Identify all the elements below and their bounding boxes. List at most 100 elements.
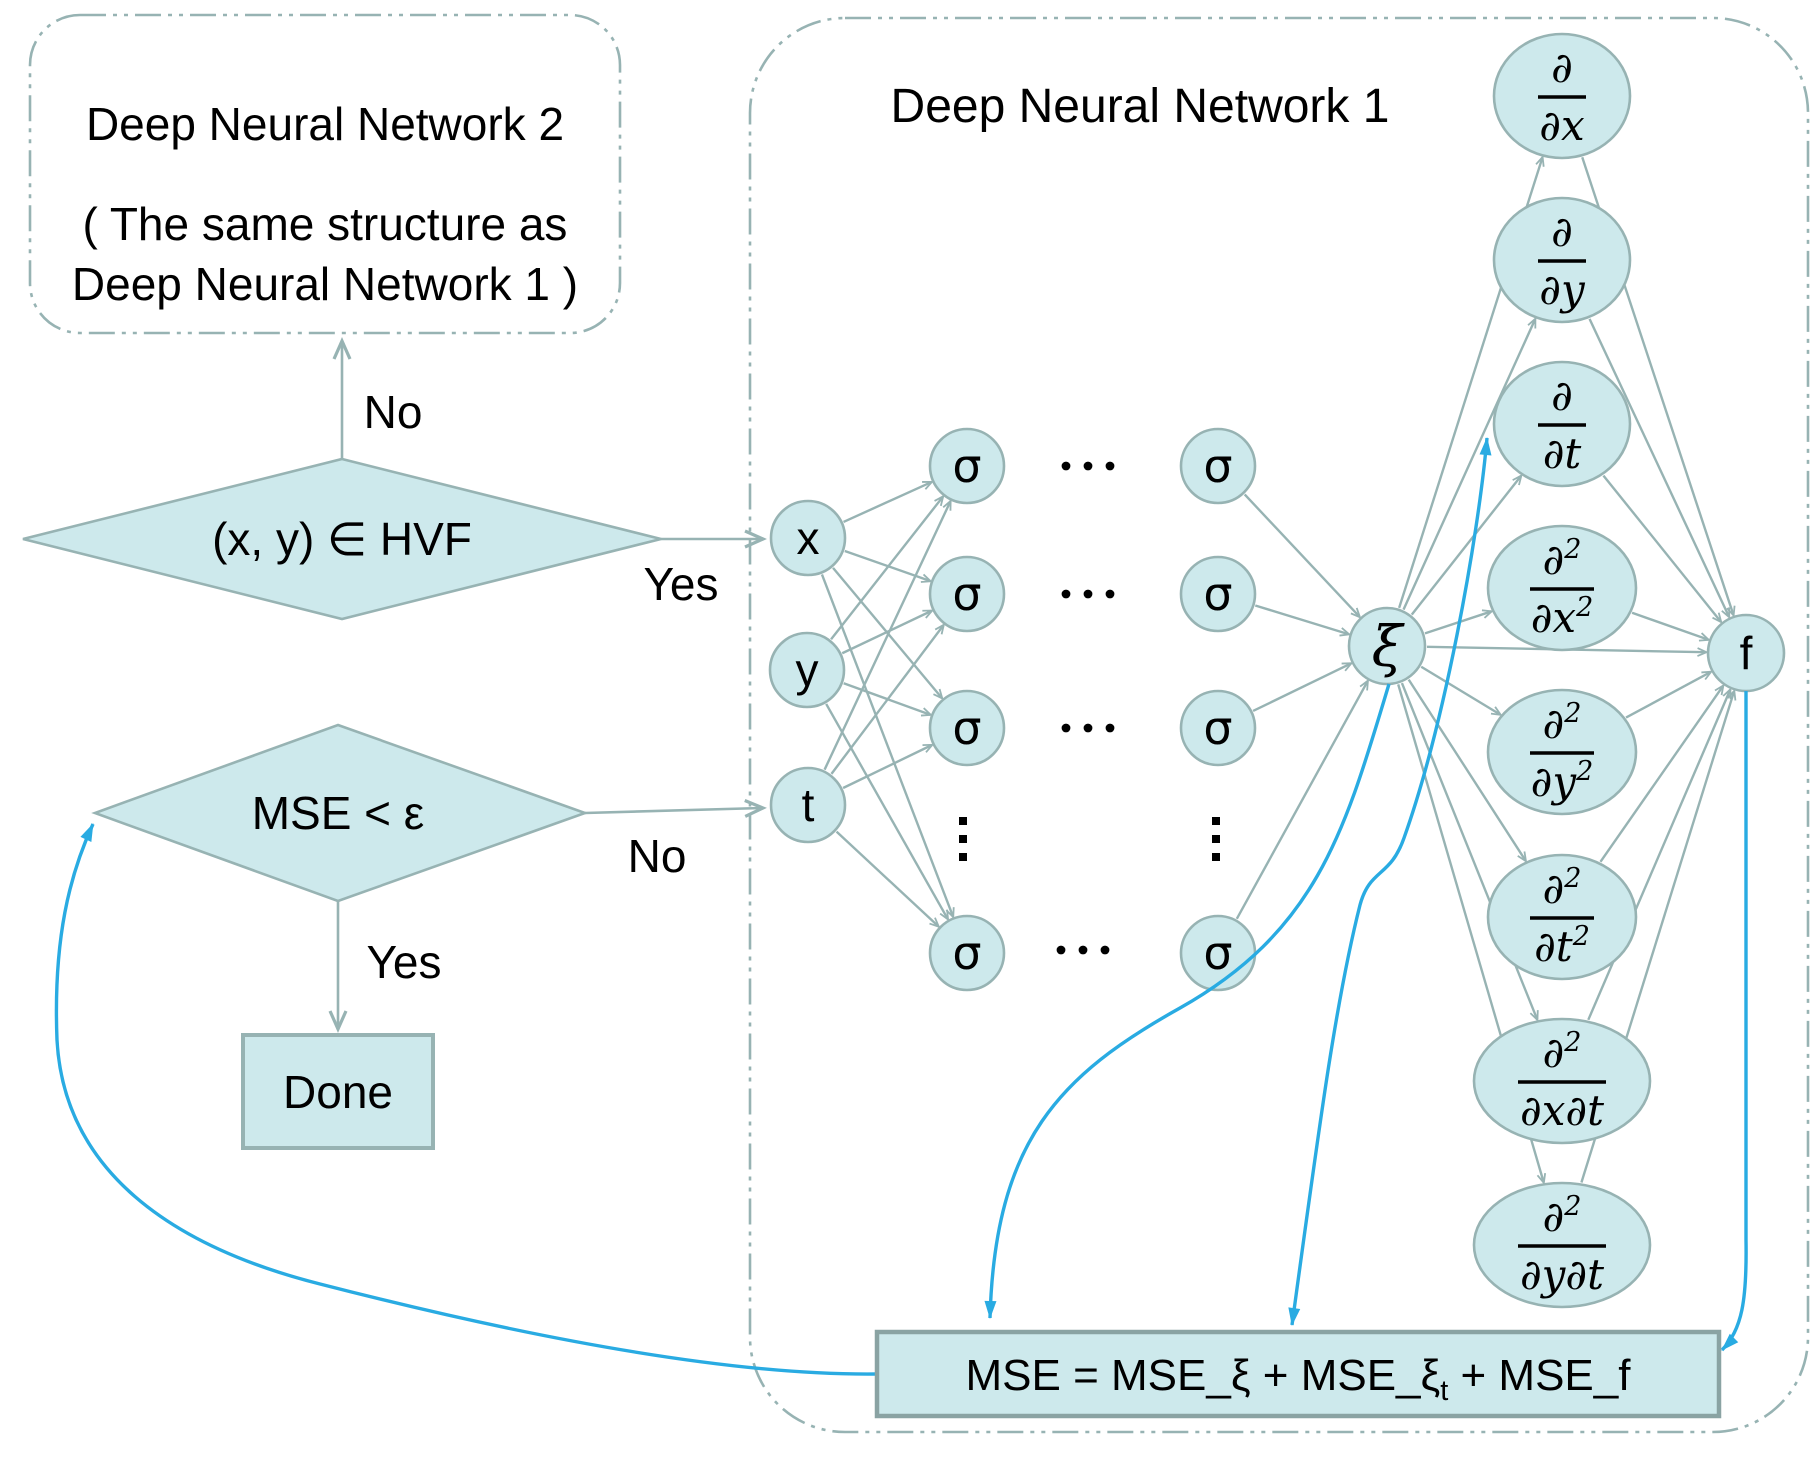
hidden2-sigma-node-2 [1179, 689, 1257, 767]
hidden2-sigma-node-0-label: σ [1203, 439, 1232, 493]
hdots [1083, 589, 1093, 599]
hidden2-sigma-node-1-label: σ [1203, 567, 1232, 621]
derivative-numerator-5: ∂2​ [1543, 863, 1582, 913]
hidden2-sigma-node-1 [1179, 555, 1257, 633]
derivative-numerator-6: ∂2​ [1543, 1027, 1582, 1077]
dnn2-title: Deep Neural Network 2 [86, 98, 564, 150]
hidden2-sigma-node-2-label: σ [1203, 701, 1232, 755]
dnn1-title: Deep Neural Network 1 [891, 80, 1390, 133]
hidden1-sigma-node-2-label: σ [952, 701, 981, 755]
hidden2-sigma-node-0 [1179, 427, 1257, 505]
vdots [1212, 853, 1220, 861]
hdots [1061, 461, 1071, 471]
derivative-denominator-4: ∂y2​ [1531, 756, 1594, 806]
dnn2-box [28, 13, 622, 335]
input-node-y-label: y [796, 644, 819, 696]
edge-derivative-f [1631, 611, 1711, 642]
hdots [1105, 461, 1115, 471]
edge-xi-derivative [1420, 665, 1503, 717]
hdots [1078, 945, 1088, 955]
dnn1-container-box [748, 16, 1810, 1434]
input-node-y [768, 631, 846, 709]
input-node-t-label: t [802, 779, 815, 831]
hidden1-sigma-node-0-label: σ [952, 439, 981, 493]
done-label: Done [283, 1066, 393, 1118]
network-ellipsis-dots [959, 461, 1220, 955]
hdots [1100, 945, 1110, 955]
hdots [1056, 945, 1066, 955]
derivative-numerator-3: ∂2​ [1543, 534, 1582, 584]
hidden1-sigma-node-0 [928, 427, 1006, 505]
edge-input-hidden [835, 830, 941, 929]
derivative-denominator-5: ∂t2​ [1534, 921, 1590, 971]
dnn2-subtitle-line1: ( The same structure as [83, 198, 568, 250]
arrow-hvf-no-label: No [364, 386, 423, 438]
vdots [1212, 835, 1220, 843]
edge-input-hidden [830, 494, 945, 641]
hdots [1061, 723, 1071, 733]
derivative-denominator-1: ∂y [1539, 265, 1586, 314]
derivative-denominator-7: ∂y∂t [1520, 1250, 1604, 1299]
edge-input-hidden [825, 703, 950, 922]
network-nodes: x y t σ σ σ σ σ σ σ σ ξ f ∂ ∂x ∂ ∂y ∂ ∂t ∂2​ ∂x2​ ∂2​ ∂y2​ ∂2​ ∂… [768, 32, 1786, 1309]
loss-feedback-curves [54, 437, 1748, 1376]
mse-formula-text: MSE = MSE_ξ + MSE_ξt + MSE_f [966, 1351, 1632, 1407]
blue-arrow-f-to-mse [1720, 691, 1748, 1352]
xi-node-label: ξ [1372, 615, 1406, 680]
decision-hvf-diamond [22, 457, 662, 621]
edge-derivative-f [1602, 474, 1723, 624]
derivative-numerator-1: ∂ [1551, 207, 1573, 256]
input-node-x [769, 499, 847, 577]
edge-derivative-f [1587, 687, 1732, 1021]
edge-hidden-xi [1252, 662, 1354, 713]
derivative-denominator-2: ∂t [1543, 429, 1582, 478]
edge-input-hidden [841, 609, 935, 655]
hidden1-sigma-node-3-label: σ [952, 926, 981, 980]
derivative-denominator-3: ∂x2​ [1531, 592, 1594, 642]
derivative-denominator-0: ∂x [1539, 101, 1585, 150]
vdots [959, 835, 967, 843]
edge-hidden-xi [1235, 678, 1370, 920]
input-node-t [769, 766, 847, 844]
edge-input-hidden [830, 622, 946, 775]
edge-hidden-xi [1254, 604, 1352, 637]
hidden1-sigma-node-1 [928, 555, 1006, 633]
edge-input-hidden [842, 743, 935, 790]
hdots [1061, 589, 1071, 599]
hdots [1105, 589, 1115, 599]
edge-derivative-f [1588, 318, 1731, 620]
edge-hidden-xi [1243, 493, 1362, 619]
derivative-numerator-0: ∂ [1551, 43, 1573, 92]
hdots [1083, 723, 1093, 733]
dnn2-subtitle-line2: Deep Neural Network 1 ) [72, 258, 578, 310]
vdots [959, 853, 967, 861]
blue-arrow-xi-to-mse [984, 683, 1391, 1319]
hidden2-sigma-node-3-label: σ [1203, 926, 1232, 980]
derivative-numerator-7: ∂2​ [1543, 1191, 1582, 1241]
input-node-x-label: x [797, 512, 820, 564]
derivative-numerator-4: ∂2​ [1543, 698, 1582, 748]
vdots [959, 817, 967, 825]
vdots [1212, 817, 1220, 825]
arrow-hvf-yes-label: Yes [643, 558, 718, 610]
decision-mse-label: MSE < ε [252, 787, 425, 839]
edge-input-hidden [843, 480, 934, 524]
edge-derivative-f [1599, 683, 1725, 863]
edge-input-hidden [820, 573, 955, 920]
blue-arrow-mse-ddt [1288, 437, 1492, 1326]
done-box [241, 1033, 435, 1150]
hidden1-sigma-node-2 [928, 689, 1006, 767]
decision-hvf-label: (x, y) ∈ HVF [212, 513, 472, 565]
hidden1-sigma-node-1-label: σ [952, 567, 981, 621]
edge-input-hidden [823, 498, 952, 771]
derivative-numerator-2: ∂ [1551, 371, 1573, 420]
f-node-label: f [1740, 627, 1753, 679]
derivative-denominator-6: ∂x∂t [1520, 1086, 1604, 1135]
hdots [1105, 723, 1115, 733]
blue-arrow-mse-to-decision [54, 823, 878, 1376]
edge-derivative-f [1625, 670, 1714, 719]
mse-formula-box [874, 1329, 1722, 1419]
hdots [1083, 461, 1093, 471]
